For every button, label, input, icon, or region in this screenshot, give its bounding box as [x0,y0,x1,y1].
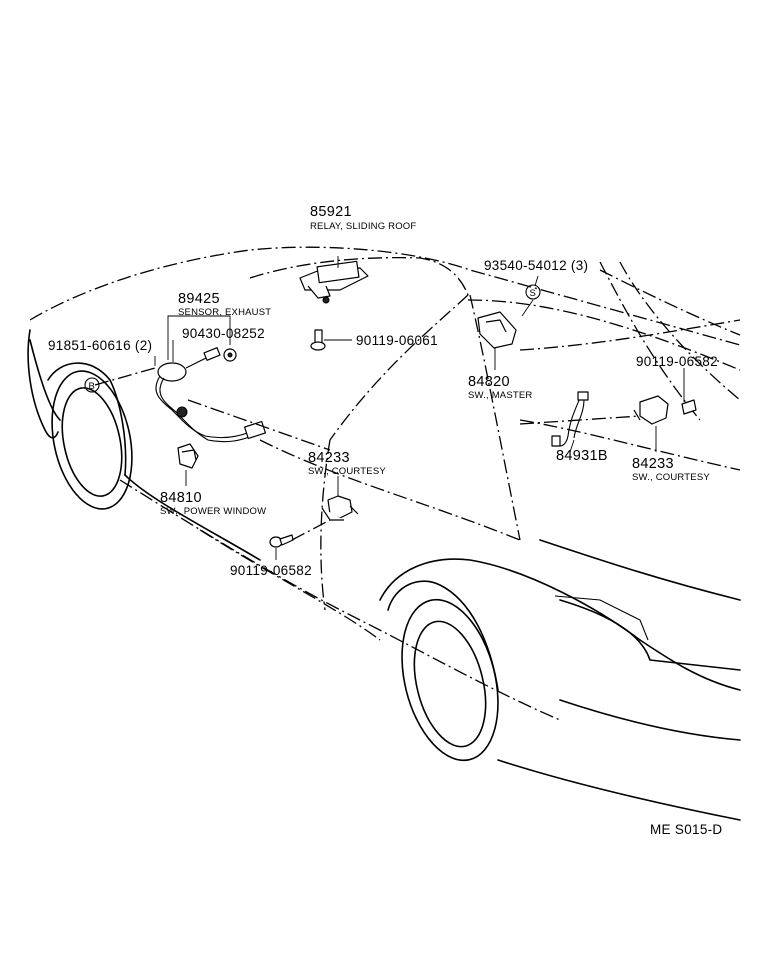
wire-harness-number: 84931B [556,448,608,464]
rear-wheel-arch [387,580,499,691]
relay-part-number: 85921 [310,204,352,220]
marker-s-circle [525,284,541,300]
part-labels: 85921 RELAY, SLIDING ROOF 89425 SENSOR, … [48,204,722,837]
screw-06582-right-number: 90119-06582 [636,354,718,369]
c-pillar [599,261,701,421]
rear-window [467,299,741,371]
sill-line [119,479,561,721]
rear-deck [519,319,741,351]
car-body-outline [27,246,741,821]
master-switch-part [477,311,517,349]
front-wheel-arch [47,362,127,476]
trunk-line [519,419,741,471]
front-pillar [329,294,469,441]
screw-06582-right-part [681,399,697,415]
relay-description: RELAY, SLIDING ROOF [310,221,416,232]
screw-06061-part [310,329,326,351]
courtesy-right-number: 84233 [632,456,674,472]
wire-harness-84931b-part [551,391,589,447]
c-pillar-2 [619,261,741,401]
courtesy-center-number: 84233 [308,450,350,466]
trunk-lid [539,539,741,601]
sensor-exhaust-part [155,347,267,443]
courtesy-right-description: SW., COURTESY [632,472,710,483]
lower-rocker [199,529,381,641]
front-wheel-inner [61,387,123,497]
marker-b-label: B [89,381,96,392]
front-fender [27,329,59,439]
courtesy-switch-right-part [633,395,669,425]
sensor-description: SENSOR, EXHAUST [178,307,271,318]
tail-detail [554,595,649,641]
rear-wheel-inner [413,620,487,748]
nut-54012-number: 93540-54012 (3) [484,258,588,273]
rear-bumper-2 [639,639,741,691]
bolt-08252-number: 90430-08252 [182,326,265,341]
tail-lamp [559,599,741,671]
screw-06582-bottom-part [269,534,294,548]
sensor-part-number: 89425 [178,291,220,307]
roof-right [599,269,741,336]
roof-outline [29,246,741,346]
relay-sliding-roof-part [299,260,369,304]
master-switch-description: SW., MASTER [468,390,532,401]
hood-outline [249,256,469,296]
power-window-switch-part [177,443,199,469]
front-rocker [124,474,261,561]
marker-b-circle [84,377,100,393]
clip-60616-number: 91851-60616 (2) [48,338,152,353]
bolt-08252-part [223,348,237,362]
marker-s-label: S [530,288,537,299]
diagram-code: ME S015-D [650,822,722,837]
screw-06061-number: 90119-06061 [356,333,438,348]
front-bumper [29,339,61,421]
leader-lines [94,256,685,560]
rear-bumper [559,699,741,741]
master-switch-number: 84820 [468,374,510,390]
rear-tail [497,759,741,821]
power-window-description: SW., POWER WINDOW [160,506,266,517]
front-wheel-outer [51,370,133,510]
door-belt [259,439,521,541]
rear-quarter [379,558,641,641]
door-line-front [320,439,331,611]
courtesy-switch-center-part [321,495,359,521]
screw-06582-bottom-number: 90119-06582 [230,563,312,578]
power-window-number: 84810 [160,490,202,506]
center-pillar [469,294,521,541]
courtesy-center-description: SW., COURTESY [308,466,386,477]
